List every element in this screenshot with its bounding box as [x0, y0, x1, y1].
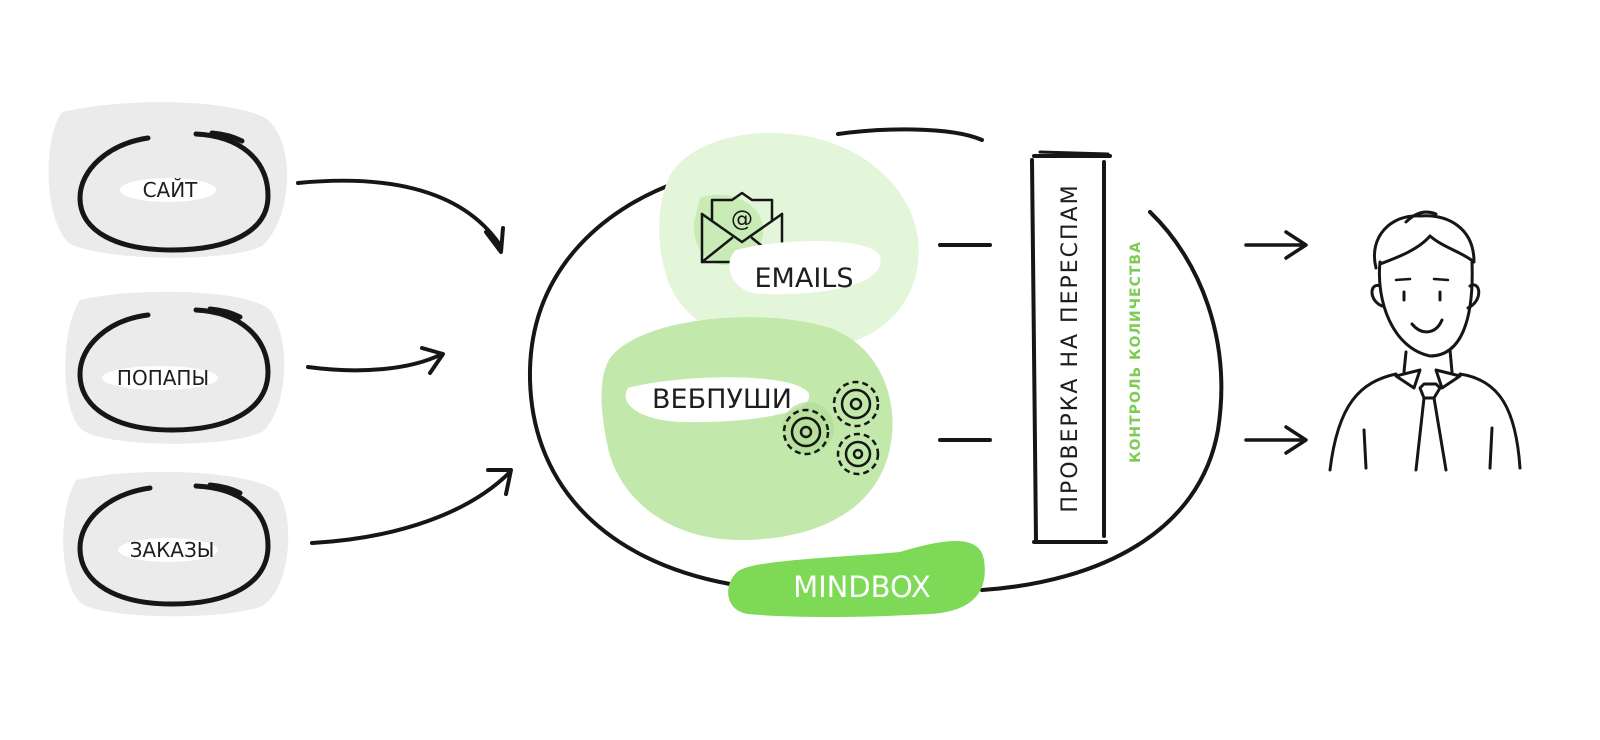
arrow-popups-to-mindbox [306, 346, 445, 375]
arrow-to-recipient-1 [1244, 230, 1308, 260]
arrow-to-recipient-2 [1244, 425, 1308, 455]
source-site: САЙТ [48, 102, 288, 258]
gears-icon [782, 380, 880, 476]
arrow-orders-to-mindbox [310, 468, 513, 545]
source-orders-label: ЗАКАЗЫ [130, 538, 215, 562]
source-orders: ЗАКАЗЫ [63, 471, 289, 617]
webpush-channel: ВЕБПУШИ [601, 317, 893, 540]
webpush-label: ВЕБПУШИ [652, 384, 792, 415]
source-site-label: САЙТ [143, 178, 199, 202]
mindbox-container [527, 127, 1224, 592]
emails-channel: @ EMAILS [659, 133, 919, 352]
spam-filter-sublabel: КОНТРОЛЬ КОЛИЧЕСТВА [1128, 241, 1144, 463]
emails-label: EMAILS [755, 263, 854, 294]
spam-filter-label: ПРОВЕРКА НА ПЕРЕСПАМ [1058, 183, 1083, 512]
person-icon [1328, 210, 1522, 472]
source-popups-label: ПОПАПЫ [117, 366, 209, 390]
spam-filter: ПРОВЕРКА НА ПЕРЕСПАМ КОНТРОЛЬ КОЛИЧЕСТВА [1030, 150, 1144, 544]
mindbox-label: MINDBOX [793, 570, 931, 604]
svg-text:@: @ [731, 207, 753, 232]
arrow-site-to-mindbox [296, 178, 505, 254]
mindbox-badge: MINDBOX [728, 541, 985, 617]
source-popups: ПОПАПЫ [65, 291, 285, 444]
